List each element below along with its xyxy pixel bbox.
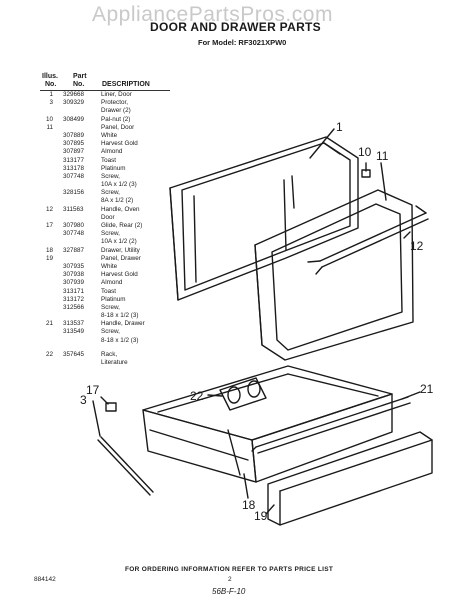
part-number: 329668 <box>63 91 85 98</box>
illus-number: 11 <box>46 123 53 131</box>
part-description: Panel, Door <box>101 123 135 131</box>
model-subtitle: For Model: RF3021XPW0 <box>198 38 287 47</box>
callout-label: 11 <box>376 149 389 163</box>
part-description: Drawer, Utility <box>101 246 140 254</box>
part-number: 307748 <box>63 172 85 180</box>
callout-label: 10 <box>358 145 372 159</box>
part-description: Screw, <box>101 189 120 197</box>
part-description: Literature <box>101 359 128 366</box>
callout-label: 22 <box>190 389 204 403</box>
part-number: 307938 <box>63 271 85 279</box>
part-description: Harvest Gold <box>101 140 138 148</box>
illus-number: 12 <box>45 205 53 213</box>
illus-number: 10 <box>45 115 53 123</box>
drawer-handle <box>251 396 411 454</box>
page-title: DOOR AND DRAWER PARTS <box>150 20 321 34</box>
oven-door-handle <box>307 205 429 275</box>
part-number: 307748 <box>63 230 85 238</box>
part-description: Almond <box>101 279 123 287</box>
part-number: 309329 <box>63 99 85 107</box>
callout-label: 19 <box>254 509 268 523</box>
callout-label: 3 <box>80 393 87 407</box>
part-number: 313178 <box>63 164 85 172</box>
part-number: 307895 <box>63 140 85 148</box>
part-description: Screw, <box>101 172 120 180</box>
illus-number: 1 <box>49 91 53 98</box>
part-description: Glide, Rear (2) <box>101 222 143 229</box>
part-description: Door <box>101 213 115 221</box>
part-number: 313172 <box>63 295 85 303</box>
illus-number: 17 <box>45 222 53 229</box>
part-number: 357645 <box>63 350 85 358</box>
part-description: Platinum <box>101 164 126 172</box>
ordering-note: FOR ORDERING INFORMATION REFER TO PARTS … <box>125 566 334 573</box>
part-number: 307889 <box>63 131 85 139</box>
door-panel <box>254 189 414 361</box>
part-description: Screw, <box>101 328 120 336</box>
part-description: 10A x 1/2 (2) <box>101 238 137 246</box>
part-description: Toast <box>101 287 117 295</box>
part-description: Handle, Oven <box>101 205 140 213</box>
callout-label: 12 <box>410 239 424 253</box>
callout-label: 1 <box>336 120 343 134</box>
part-description: 10A x 1/2 (3) <box>101 181 137 189</box>
part-description: Harvest Gold <box>101 271 138 279</box>
part-description: Liner, Door <box>101 91 132 98</box>
handwritten-note: 56B-F-10 <box>212 587 246 596</box>
part-description: White <box>101 262 118 270</box>
part-number: 307939 <box>63 279 85 287</box>
drawer-protector <box>97 436 154 496</box>
illus-column-header: Illus.No. <box>42 73 58 88</box>
header-rule <box>40 90 170 91</box>
part-number: 313537 <box>63 320 85 328</box>
part-description: 8-18 x 1/2 (3) <box>101 312 139 320</box>
part-description: 8A x 1/2 (2) <box>101 197 134 205</box>
drawer-panel <box>267 431 433 526</box>
part-number: 307935 <box>63 262 85 270</box>
callout-label: 18 <box>242 498 256 512</box>
part-description: Drawer (2) <box>101 107 131 115</box>
site-watermark: AppliancePartsPros.com <box>92 3 333 26</box>
illus-number: 3 <box>49 99 53 107</box>
door-liner <box>169 136 359 301</box>
part-description: White <box>101 131 118 139</box>
part-number: 328156 <box>63 189 85 197</box>
part-description: Screw, <box>101 230 120 238</box>
part-description: Pal-nut (2) <box>101 115 131 123</box>
part-description: Handle, Drawer <box>101 320 145 328</box>
illus-number: 19 <box>45 254 53 262</box>
part-number: 307980 <box>63 222 85 229</box>
part-description: Screw, <box>101 303 120 311</box>
description-column-header: DESCRIPTION <box>102 81 150 88</box>
callout-label: 21 <box>420 382 434 396</box>
part-number: 312566 <box>63 303 85 311</box>
part-description: Rack, <box>101 350 118 358</box>
part-description: Platinum <box>101 295 126 303</box>
part-number: 308499 <box>63 115 85 123</box>
rear-glide <box>105 402 117 412</box>
part-description: Toast <box>101 156 117 164</box>
part-number: 313177 <box>63 156 85 164</box>
illus-number: 18 <box>45 246 53 254</box>
part-description: Panel, Drawer <box>101 254 141 262</box>
document-code: 884142 <box>34 576 56 583</box>
illus-number: 21 <box>45 320 53 328</box>
utility-drawer <box>142 365 393 483</box>
part-number: 313171 <box>63 287 85 295</box>
callout-label: 17 <box>86 383 100 397</box>
part-description: Almond <box>101 148 123 156</box>
part-description: Protector, <box>101 99 128 107</box>
illus-number: 22 <box>45 350 53 358</box>
part-description: 8-18 x 1/2 (3) <box>101 336 139 344</box>
part-number: 307897 <box>63 148 85 156</box>
part-number: 311563 <box>63 205 84 213</box>
part-number: 327887 <box>63 246 85 254</box>
part-number: 313549 <box>63 328 85 336</box>
page-number: 2 <box>228 576 232 583</box>
